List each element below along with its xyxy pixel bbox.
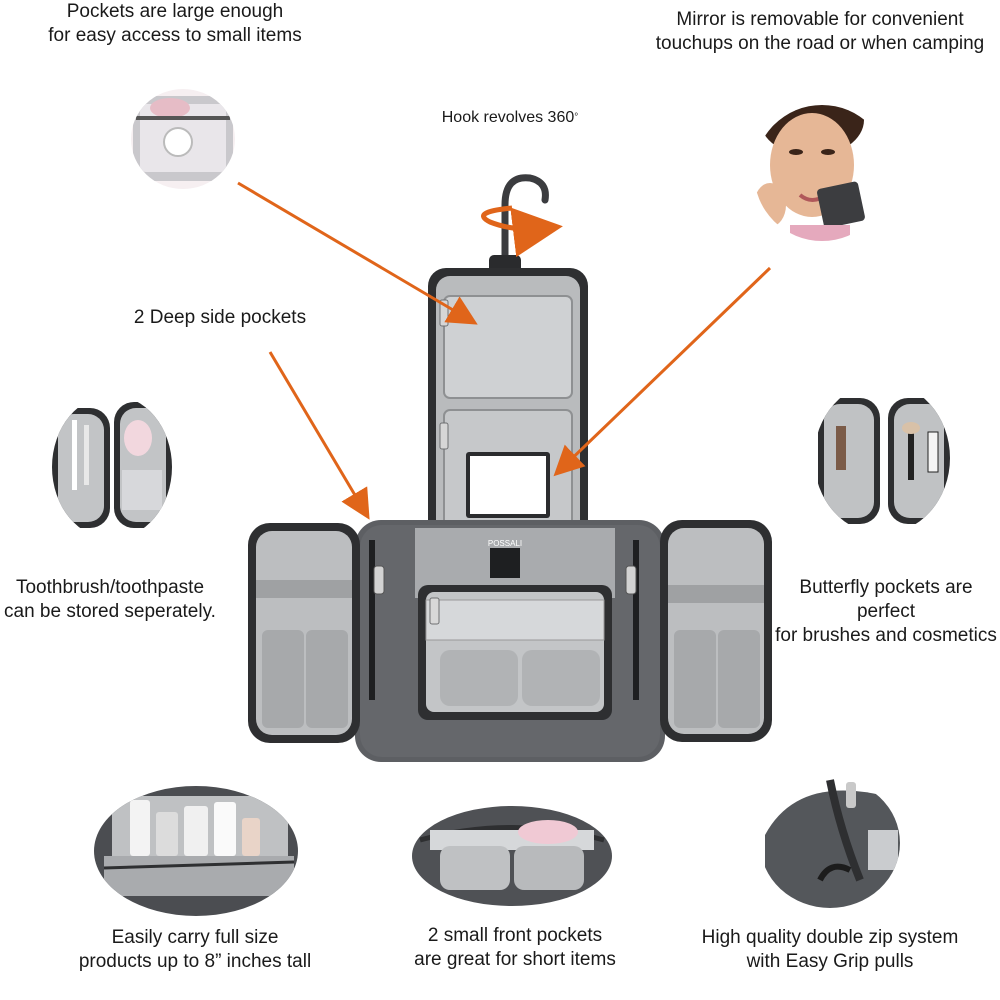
caption-carry-line-1: Easily carry full size — [111, 927, 279, 948]
caption-carry: Easily carry full size products up to 8”… — [50, 926, 340, 974]
rotation-arrow-icon — [481, 205, 563, 258]
caption-hook-text: Hook revolves 360 — [441, 109, 575, 126]
full-size-products-photo — [94, 786, 298, 916]
caption-hook: Hook revolves 360° — [420, 106, 600, 130]
toiletry-bag-photo: POSSALI — [248, 174, 772, 762]
caption-toothbrush-line-1: Toothbrush/toothpaste — [15, 577, 205, 598]
caption-zip: High quality double zip system with Easy… — [680, 926, 980, 974]
butterfly-pocket-photo — [814, 382, 950, 534]
caption-zip-line-1: High quality double zip system — [701, 927, 959, 948]
pocket-detail-photo — [131, 89, 235, 189]
brand-label: POSSALI — [488, 539, 522, 548]
caption-front-pockets-line-2: are great for short items — [414, 949, 616, 970]
caption-front-pockets: 2 small front pockets are great for shor… — [380, 924, 650, 972]
callout-arrow-mirror — [553, 266, 772, 477]
caption-butterfly: Butterfly pockets are perfect for brushe… — [772, 576, 1000, 648]
caption-side-pockets: 2 Deep side pockets — [120, 306, 320, 330]
caption-hook-degree: ° — [574, 112, 579, 123]
callout-arrow-side-pockets — [268, 351, 370, 520]
caption-toothbrush: Toothbrush/toothpaste can be stored sepe… — [0, 576, 220, 624]
caption-mirror-line-2: touchups on the road or when camping — [655, 33, 985, 54]
caption-pockets-line-1: Pockets are large enough — [66, 1, 284, 22]
caption-mirror-line-1: Mirror is removable for convenient — [676, 9, 964, 30]
double-zip-photo — [760, 778, 900, 908]
caption-butterfly-line-1: Butterfly pockets are — [799, 577, 973, 598]
woman-mirror-photo — [754, 105, 890, 241]
caption-side-pockets-text: 2 Deep side pockets — [133, 307, 307, 328]
caption-butterfly-line-3: for brushes and cosmetics — [775, 625, 997, 646]
side-pocket-photo — [52, 395, 172, 539]
caption-toothbrush-line-2: can be stored seperately. — [4, 601, 216, 622]
caption-front-pockets-line-1: 2 small front pockets — [427, 925, 603, 946]
callout-arrow-pockets — [237, 181, 478, 325]
caption-pockets-line-2: for easy access to small items — [48, 25, 302, 46]
caption-zip-line-2: with Easy Grip pulls — [746, 951, 914, 972]
caption-mirror: Mirror is removable for convenient touch… — [640, 8, 1000, 56]
caption-butterfly-line-2: perfect — [856, 601, 916, 622]
caption-pockets: Pockets are large enough for easy access… — [30, 0, 320, 48]
caption-carry-line-2: products up to 8” inches tall — [78, 951, 312, 972]
front-pockets-photo — [412, 806, 612, 906]
